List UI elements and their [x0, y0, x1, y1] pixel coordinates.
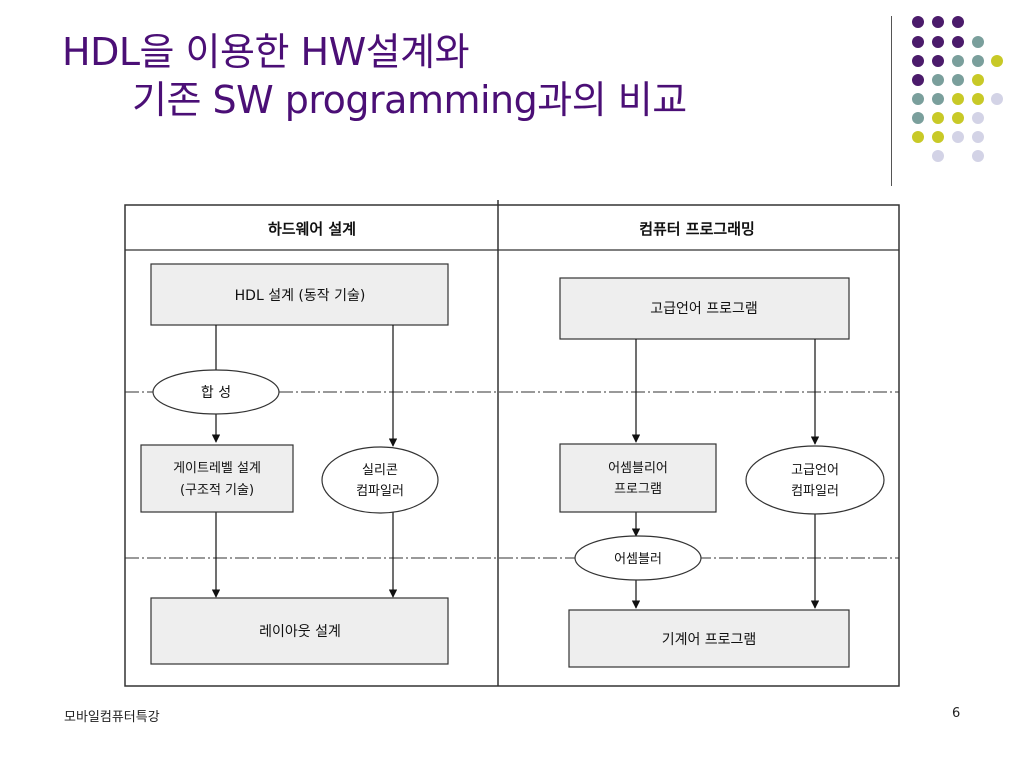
diagram-frame [124, 204, 900, 687]
synthesis-ellipse [152, 369, 280, 415]
decor-dot [952, 36, 964, 48]
decor-dot [972, 93, 984, 105]
decor-dot [912, 16, 924, 28]
assembler-ellipse [574, 535, 702, 581]
decor-dot [912, 112, 924, 124]
decor-dot [912, 74, 924, 86]
decor-dot [972, 150, 984, 162]
high-level-compiler-label-1: 고급언어 [791, 463, 839, 478]
high-level-compiler-ellipse [745, 445, 885, 515]
assembly-program-label-1: 어셈블리어 [608, 461, 668, 476]
high-level-program-label: 고급언어 프로그램 [650, 301, 758, 317]
decor-dot [952, 74, 964, 86]
decor-dot [932, 93, 944, 105]
decor-dot [972, 74, 984, 86]
decor-dot [912, 131, 924, 143]
decor-dot [912, 36, 924, 48]
decorative-dot-grid [912, 16, 1003, 162]
decor-dot [932, 74, 944, 86]
decor-dot [991, 55, 1003, 67]
assembly-program-label-2: 프로그램 [614, 482, 662, 497]
hdl-design-label: HDL 설계 (동작 기술) [235, 288, 366, 304]
high-level-program-box [559, 277, 850, 340]
decor-dot [932, 131, 944, 143]
decor-dot [912, 93, 924, 105]
sw-column-header: 컴퓨터 프로그래밍 [639, 220, 755, 238]
silicon-compiler-ellipse [321, 446, 439, 514]
gate-level-box [140, 444, 294, 513]
decor-dot [932, 150, 944, 162]
decor-dot [952, 112, 964, 124]
decor-dot [932, 112, 944, 124]
decor-dot [952, 93, 964, 105]
decor-dot [932, 36, 944, 48]
silicon-compiler-label-1: 실리콘 [362, 463, 398, 478]
decor-dot [972, 131, 984, 143]
decor-dot [972, 55, 984, 67]
high-level-compiler-label-2: 컴파일러 [791, 484, 839, 499]
decor-dot [991, 93, 1003, 105]
decor-dot [932, 55, 944, 67]
layout-design-label: 레이아웃 설계 [259, 624, 341, 640]
title-line-2: 기존 SW programming과의 비교 [132, 78, 687, 122]
layout-design-box [150, 597, 449, 665]
decor-dot [952, 131, 964, 143]
decor-dot [952, 55, 964, 67]
decor-dot [952, 16, 964, 28]
decor-dot [972, 112, 984, 124]
synthesis-label: 합 성 [201, 385, 231, 401]
silicon-compiler-label-2: 컴파일러 [356, 484, 404, 499]
footer-course-name: 모바일컴퓨터특강 [64, 710, 160, 725]
page-number: 6 [952, 706, 961, 721]
machine-program-label: 기계어 프로그램 [662, 632, 757, 648]
title-line-1: HDL을 이용한 HW설계와 [62, 30, 470, 74]
machine-program-box [568, 609, 850, 668]
hw-column-header: 하드웨어 설계 [268, 220, 356, 238]
title-divider-line [891, 16, 892, 186]
assembly-program-box [559, 443, 717, 513]
gate-level-label-2: (구조적 기술) [180, 483, 254, 498]
decor-dot [932, 16, 944, 28]
decor-dot [912, 55, 924, 67]
slide-title: HDL을 이용한 HW설계와 기존 SW programming과의 비교 [62, 28, 687, 124]
gate-level-label-1: 게이트레벨 설계 [173, 461, 261, 476]
comparison-diagram: 하드웨어 설계 컴퓨터 프로그래밍 HDL 설계 (동작 기술) 합 성 게이트… [124, 200, 900, 687]
assembler-label: 어셈블러 [614, 552, 662, 567]
hdl-design-box [150, 263, 449, 326]
decor-dot [972, 36, 984, 48]
